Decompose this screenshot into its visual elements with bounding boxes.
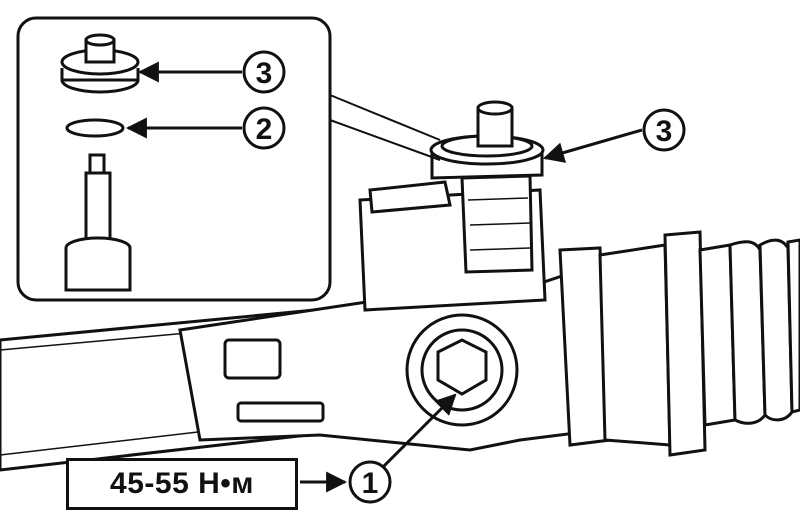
inset-seal-cap	[60, 33, 140, 94]
rack-boot	[558, 230, 800, 457]
callout-main-right: 3	[642, 108, 686, 152]
svg-text:1: 1	[362, 467, 379, 500]
adjuster-bolt	[405, 313, 519, 427]
svg-text:3: 3	[256, 57, 273, 90]
callout-bolt: 1	[348, 460, 392, 504]
pinion-tower	[429, 100, 545, 274]
svg-text:3: 3	[656, 115, 673, 148]
callout-inset-mid: 2	[242, 106, 286, 150]
inset-shaft	[64, 153, 132, 292]
leader-arrows	[125, 61, 643, 493]
torque-spec-label: 45-55 Н•м	[66, 458, 298, 510]
svg-text:2: 2	[256, 113, 273, 146]
inset-o-ring	[65, 118, 125, 138]
callout-inset-top: 3	[242, 50, 286, 94]
